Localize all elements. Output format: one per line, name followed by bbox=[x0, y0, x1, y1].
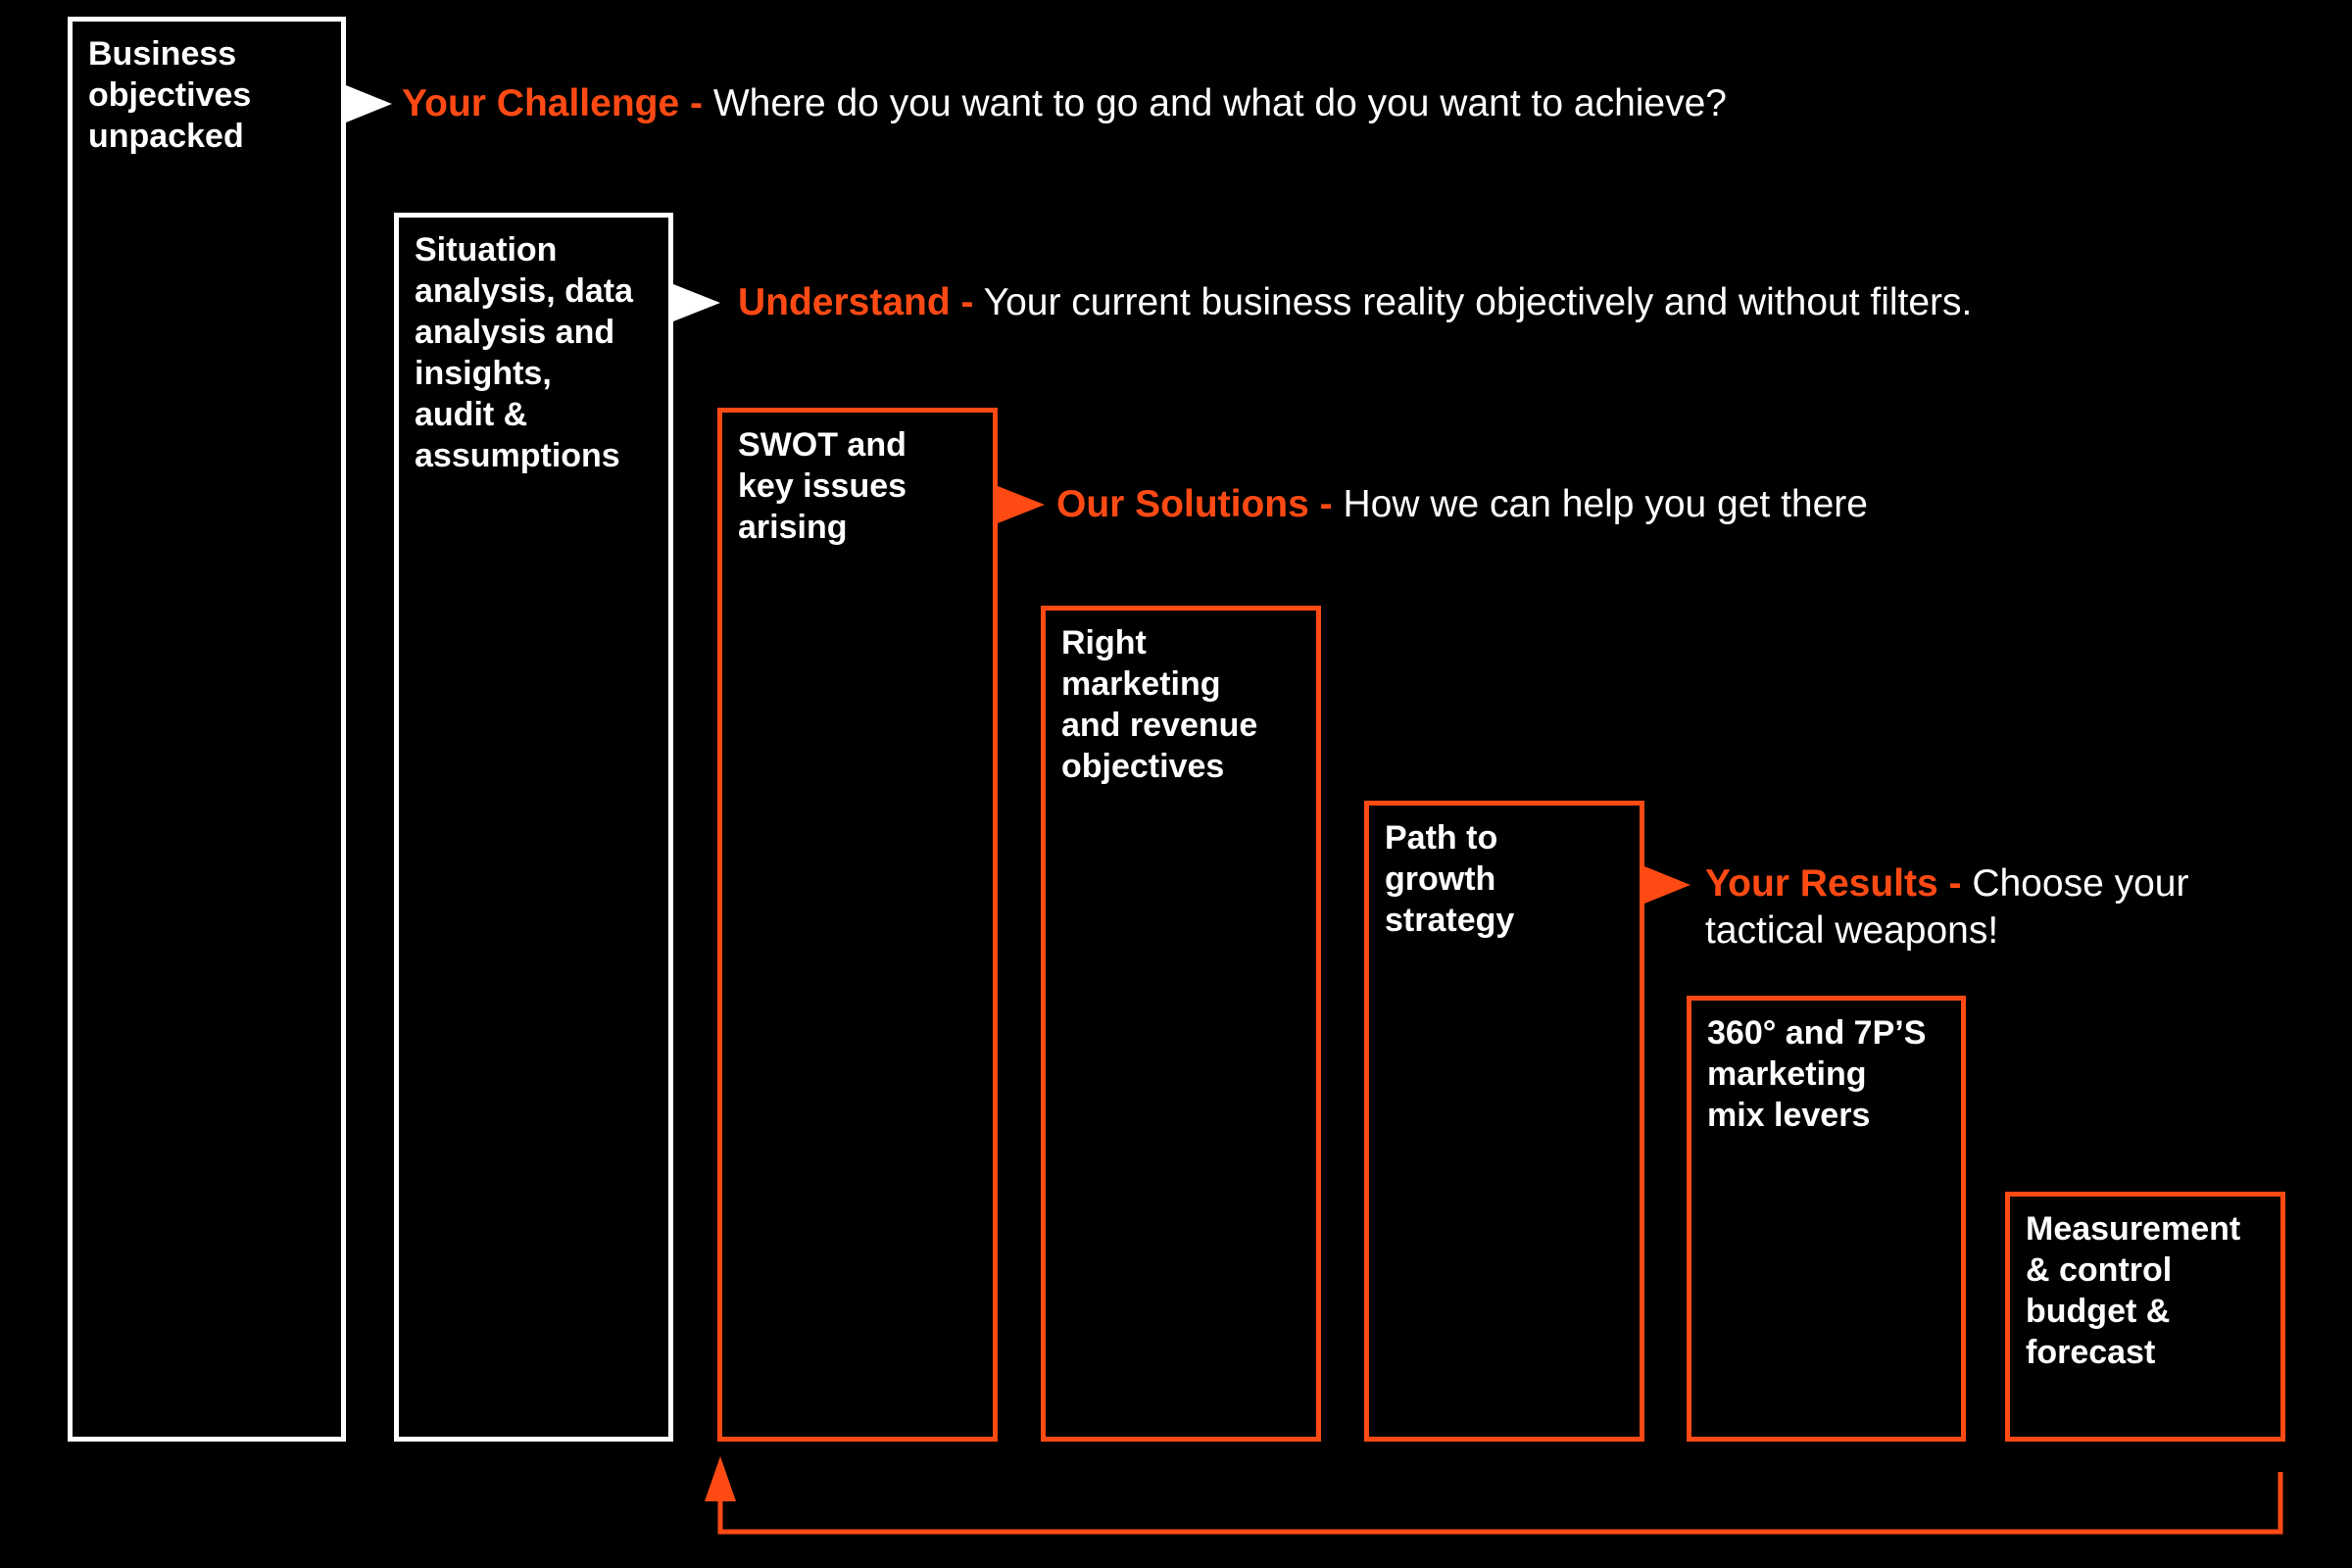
white-arrow-right-icon bbox=[673, 284, 720, 321]
callout-text-understand: Your current business reality objectivel… bbox=[983, 281, 1973, 323]
callout-title-our-solutions: Our Solutions - bbox=[1056, 483, 1333, 525]
step-label-growth-strategy: Path to growth strategy bbox=[1385, 819, 1515, 939]
step-label-marketing-mix: 360° and 7P’S marketing mix levers bbox=[1707, 1014, 1927, 1134]
orange-arrow-right-icon bbox=[1644, 866, 1690, 904]
step-label-business-objectives: Business objectives unpacked bbox=[88, 35, 252, 155]
callout-our-solutions: Our Solutions - How we can help you get … bbox=[1056, 481, 1868, 528]
callout-text-your-challenge: Where do you want to go and what do you … bbox=[712, 82, 1727, 124]
white-arrow-right-icon bbox=[346, 85, 392, 122]
callout-title-understand: Understand - bbox=[738, 281, 974, 323]
step-box-situation-analysis: Situation analysis, data analysis and in… bbox=[394, 213, 673, 1442]
step-box-marketing-objectives: Right marketing and revenue objectives bbox=[1041, 606, 1321, 1442]
callout-title-your-challenge: Your Challenge - bbox=[402, 82, 703, 124]
step-label-marketing-objectives: Right marketing and revenue objectives bbox=[1061, 624, 1258, 785]
step-box-business-objectives: Business objectives unpacked bbox=[68, 17, 346, 1442]
callout-understand: Understand - Your current business reali… bbox=[738, 279, 1972, 326]
feedback-loop-arrow-icon bbox=[705, 1456, 2283, 1535]
callout-your-results: Your Results - Choose your tactical weap… bbox=[1705, 860, 2254, 955]
callout-title-your-results: Your Results - bbox=[1705, 862, 1962, 905]
callout-your-challenge: Your Challenge - Where do you want to go… bbox=[402, 80, 1727, 127]
step-label-situation-analysis: Situation analysis, data analysis and in… bbox=[415, 231, 634, 474]
step-box-growth-strategy: Path to growth strategy bbox=[1364, 801, 1644, 1442]
step-box-marketing-mix: 360° and 7P’S marketing mix levers bbox=[1687, 996, 1966, 1442]
step-box-measurement: Measurement & control budget & forecast bbox=[2005, 1192, 2285, 1442]
step-label-measurement: Measurement & control budget & forecast bbox=[2026, 1210, 2241, 1371]
orange-arrow-right-icon bbox=[998, 486, 1045, 523]
step-box-swot: SWOT and key issues arising bbox=[717, 408, 998, 1442]
step-label-swot: SWOT and key issues arising bbox=[738, 426, 907, 546]
callout-text-your-results: Choose your tactical weapons! bbox=[1705, 862, 2189, 952]
callout-text-our-solutions: How we can help you get there bbox=[1343, 483, 1869, 525]
